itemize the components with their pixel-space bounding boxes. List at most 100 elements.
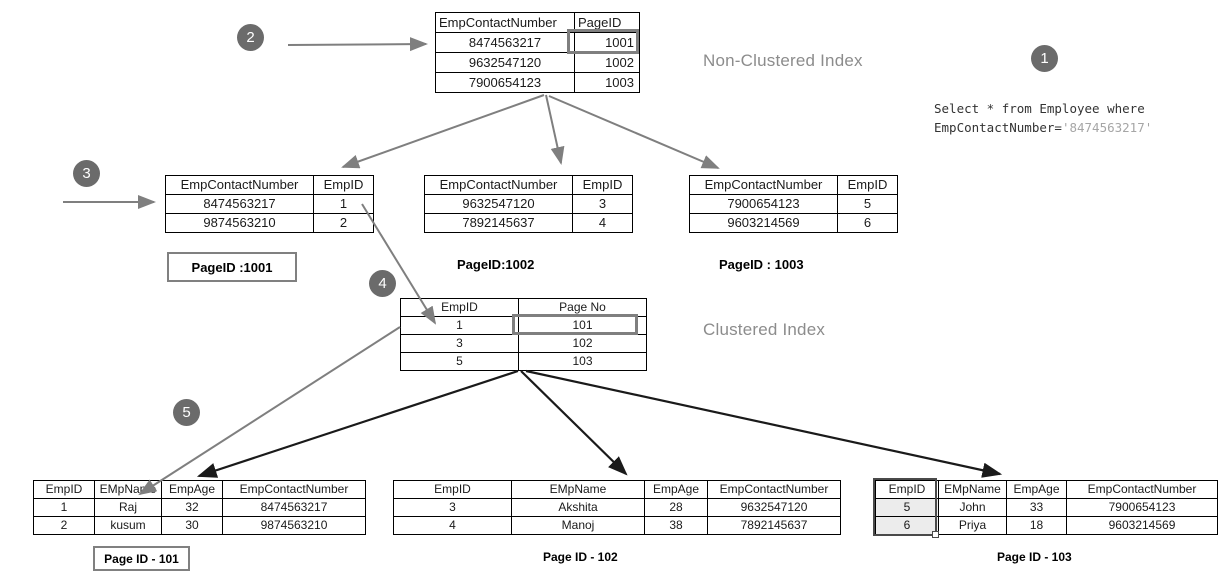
sql-query-line2: EmpContactNumber='8474563217' xyxy=(934,118,1152,137)
column-header: EmpID xyxy=(393,480,512,499)
table-cell: Raj xyxy=(94,498,162,517)
table-cell: kusum xyxy=(94,516,162,535)
arrow-root-to-leaf1002 xyxy=(545,94,565,165)
table-cell: 9603214569 xyxy=(1066,516,1218,535)
table-cell: 103 xyxy=(518,352,647,371)
table-cell: 32 xyxy=(161,498,223,517)
arrow-step2-to-root xyxy=(287,37,428,52)
table-cell: Priya xyxy=(938,516,1007,535)
table-cell: 5 xyxy=(837,194,898,214)
column-header: EmpContactNumber xyxy=(222,480,366,499)
non-clustered-index-label: Non-Clustered Index xyxy=(703,51,863,70)
table-cell: 2 xyxy=(33,516,95,535)
table-cell: 7900654123 xyxy=(1066,498,1218,517)
sql-query: Select * from Employee where EmpContactN… xyxy=(934,99,1152,137)
column-header: EMpName xyxy=(938,480,1007,499)
table-cell: 5 xyxy=(400,352,519,371)
page-id-label-1002: PageID:1002 xyxy=(457,257,535,272)
sql-query-value: '8474563217' xyxy=(1061,120,1153,135)
table-cell: 9632547120 xyxy=(424,194,573,214)
column-header: EMpName xyxy=(94,480,162,499)
step-badge-3: 3 xyxy=(73,160,100,187)
column-header: EmpID xyxy=(400,298,519,317)
page-id-label-1001: PageID :1001 xyxy=(167,252,297,282)
table-cell: 4 xyxy=(572,213,633,233)
table-cell: 33 xyxy=(1006,498,1067,517)
table-cell: 101 xyxy=(518,316,647,335)
clustered-index-label: Clustered Index xyxy=(703,320,826,339)
table-cell: 8474563217 xyxy=(222,498,366,517)
column-header: EmpContactNumber xyxy=(435,12,575,33)
sql-query-field: EmpContactNumber= xyxy=(934,120,1062,135)
column-header: EmpID xyxy=(33,480,95,499)
sql-query-line1: Select * from Employee where xyxy=(934,101,1145,116)
column-header: EmpAge xyxy=(644,480,708,499)
table-cell: 3 xyxy=(400,334,519,353)
column-header: EmpID xyxy=(572,175,633,195)
table-cell: 1003 xyxy=(574,72,640,93)
column-header: EmpAge xyxy=(161,480,223,499)
column-header: EmpID xyxy=(313,175,374,195)
table-cell: 2 xyxy=(313,213,374,233)
table-cell: 9874563210 xyxy=(222,516,366,535)
page-id-label-1003: PageID : 1003 xyxy=(719,257,804,272)
table-cell: 7900654123 xyxy=(435,72,575,93)
table-cell: 3 xyxy=(572,194,633,214)
column-header: EmpContactNumber xyxy=(707,480,841,499)
table-cell: 9632547120 xyxy=(435,52,575,73)
column-header: EmpContactNumber xyxy=(689,175,838,195)
page-id-label-101: Page ID - 101 xyxy=(93,546,190,571)
arrow-clustered-to-page101 xyxy=(196,369,519,478)
table-cell: 5 xyxy=(875,498,939,517)
table-cell: 8474563217 xyxy=(435,32,575,53)
table-cell: 8474563217 xyxy=(165,194,314,214)
page-id-label-103: Page ID - 103 xyxy=(997,550,1072,564)
table-cell: 3 xyxy=(393,498,512,517)
page-id-label-102: Page ID - 102 xyxy=(543,550,618,564)
column-header: EmpContactNumber xyxy=(424,175,573,195)
table-cell: 102 xyxy=(518,334,647,353)
step-badge-5: 5 xyxy=(173,399,200,426)
arrow-root-to-leaf1003 xyxy=(548,95,720,169)
arrow-clustered-to-page102 xyxy=(520,370,628,476)
table-cell: 7892145637 xyxy=(424,213,573,233)
table-cell: 38 xyxy=(644,516,708,535)
table-cell: 1001 xyxy=(574,32,640,53)
arrow-clustered-to-page103 xyxy=(525,369,1003,478)
table-cell: 6 xyxy=(875,516,939,535)
step-badge-4: 4 xyxy=(369,270,396,297)
table-cell: Manoj xyxy=(511,516,645,535)
table-cell: 7900654123 xyxy=(689,194,838,214)
table-cell: 1002 xyxy=(574,52,640,73)
column-header: EmpAge xyxy=(1006,480,1067,499)
column-header: EmpID xyxy=(837,175,898,195)
column-header: EmpID xyxy=(875,480,939,499)
step-badge-2: 2 xyxy=(237,24,264,51)
